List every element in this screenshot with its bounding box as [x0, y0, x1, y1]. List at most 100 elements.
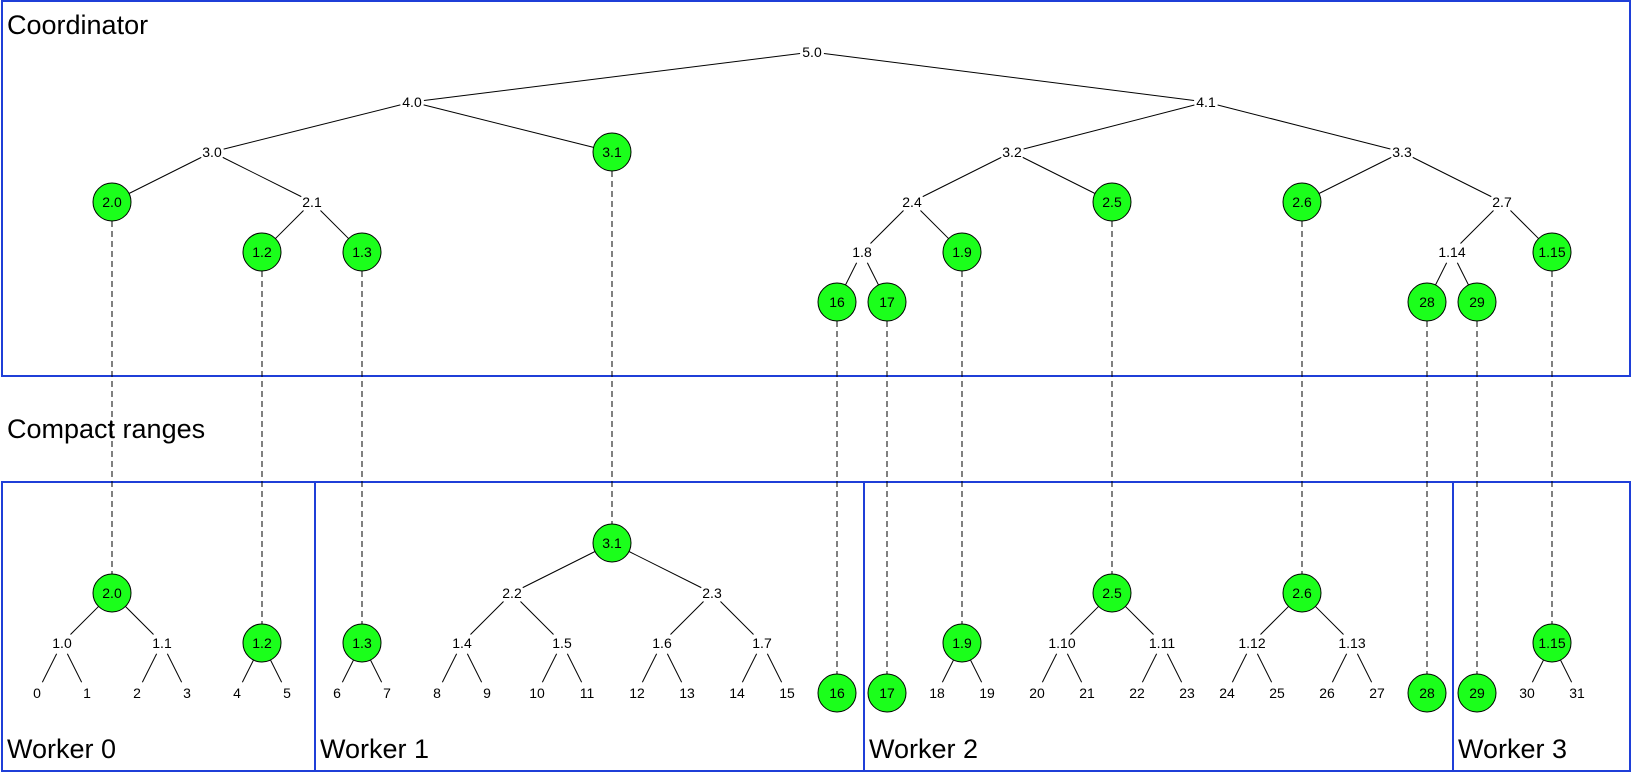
node-label: 3.1 — [602, 535, 622, 551]
tree-edge — [1456, 262, 1469, 286]
coordinator-node-2-5: 2.5 — [1092, 182, 1132, 222]
node-label: 1.10 — [1048, 635, 1075, 651]
node-label: 2.4 — [902, 194, 922, 210]
tree-edge — [541, 653, 558, 683]
highlight-circle — [1092, 573, 1132, 613]
node-label: 21 — [1079, 685, 1095, 701]
tree-edge — [370, 659, 383, 683]
node-label: 28 — [1419, 685, 1435, 701]
node-label: 0 — [33, 685, 41, 701]
node-label: 1.15 — [1538, 635, 1565, 651]
worker-node-19: 19 — [979, 685, 995, 701]
node-label: 5.0 — [802, 44, 822, 60]
highlight-circle — [342, 232, 382, 272]
node-label: 27 — [1369, 685, 1385, 701]
coordinator-node-3-3: 3.3 — [1392, 144, 1412, 160]
tree-edge — [1331, 653, 1348, 683]
node-label: 23 — [1179, 685, 1195, 701]
coordinator-node-1-9: 1.9 — [942, 232, 982, 272]
node-label: 1.15 — [1538, 244, 1565, 260]
tree-edge — [241, 659, 254, 683]
worker-node-5: 5 — [283, 685, 291, 701]
edges-layer — [41, 52, 1573, 683]
worker-node-0: 0 — [33, 685, 41, 701]
node-label: 5 — [283, 685, 291, 701]
node-label: 1.3 — [352, 635, 372, 651]
coordinator-node-2-6: 2.6 — [1282, 182, 1322, 222]
node-label: 4 — [233, 685, 241, 701]
coordinator-node-3-1: 3.1 — [592, 132, 632, 172]
worker-node-2-6: 2.6 — [1282, 573, 1322, 613]
worker-node-2: 2 — [133, 685, 141, 701]
worker-node-21: 21 — [1079, 685, 1095, 701]
node-label: 1.9 — [952, 635, 972, 651]
tree-edge — [1356, 653, 1373, 683]
tree-edge — [1256, 653, 1273, 683]
worker-node-25: 25 — [1269, 685, 1285, 701]
links-layer — [111, 171, 1553, 674]
highlight-circle — [817, 673, 857, 713]
node-label: 2 — [133, 685, 141, 701]
worker-node-30: 30 — [1519, 685, 1535, 701]
tree-edge — [128, 156, 202, 194]
highlight-circle — [1407, 282, 1447, 322]
highlight-circle — [1532, 623, 1572, 663]
coordinator-node-4-1: 4.1 — [1196, 94, 1216, 110]
tree-edge — [845, 262, 858, 286]
highlight-circle — [942, 232, 982, 272]
worker-node-26: 26 — [1319, 685, 1335, 701]
highlight-circle — [1457, 673, 1497, 713]
worker-node-1-6: 1.6 — [652, 635, 672, 651]
highlight-circle — [1092, 182, 1132, 222]
tree-edge — [1560, 659, 1573, 683]
node-label: 2.0 — [102, 585, 122, 601]
worker-node-27: 27 — [1369, 685, 1385, 701]
tree-edge — [970, 659, 983, 683]
worker3-title: Worker 3 — [1458, 734, 1567, 764]
coordinator-node-3-2: 3.2 — [1002, 144, 1022, 160]
highlight-circle — [1407, 673, 1447, 713]
tree-edge — [125, 606, 154, 635]
coordinator-node-1-14: 1.14 — [1438, 244, 1465, 260]
node-label: 1.13 — [1338, 635, 1365, 651]
node-label: 2.6 — [1292, 194, 1312, 210]
highlight-circle — [867, 282, 907, 322]
node-label: 1.11 — [1149, 635, 1175, 651]
coordinator-node-2-4: 2.4 — [902, 194, 922, 210]
worker-node-2-2: 2.2 — [502, 585, 522, 601]
node-label: 2.7 — [1492, 194, 1512, 210]
worker-node-1-13: 1.13 — [1338, 635, 1365, 651]
worker-node-1-2: 1.2 — [242, 623, 282, 663]
coordinator-frame — [1, 0, 1631, 377]
coordinator-node-2-7: 2.7 — [1492, 194, 1512, 210]
highlight-circle — [942, 623, 982, 663]
worker2-title: Worker 2 — [869, 734, 978, 764]
tree-edge — [670, 601, 704, 635]
tree-edge — [1460, 210, 1494, 244]
coordinator-node-29: 29 — [1457, 282, 1497, 322]
coordinator-node-3-0: 3.0 — [202, 144, 222, 160]
tree-edge — [922, 156, 1002, 198]
worker-node-1-11: 1.11 — [1149, 635, 1175, 651]
worker-node-15: 15 — [779, 685, 795, 701]
node-label: 3.0 — [202, 144, 222, 160]
node-label: 4.1 — [1196, 94, 1216, 110]
node-label: 25 — [1269, 685, 1285, 701]
worker-node-1-0: 1.0 — [52, 635, 72, 651]
tree-edge — [70, 606, 99, 635]
coordinator-node-2-0: 2.0 — [92, 182, 132, 222]
highlight-circle — [1282, 182, 1322, 222]
compact-ranges-title: Compact ranges — [7, 414, 205, 444]
worker1-title: Worker 1 — [320, 734, 429, 764]
node-label: 17 — [879, 294, 895, 310]
node-label: 22 — [1129, 685, 1145, 701]
tree-edge — [1141, 653, 1158, 683]
tree-edge — [641, 653, 658, 683]
worker-node-23: 23 — [1179, 685, 1195, 701]
node-label: 29 — [1469, 294, 1485, 310]
highlight-circle — [92, 573, 132, 613]
node-label: 1.5 — [552, 635, 572, 651]
node-label: 1.4 — [452, 635, 472, 651]
tree-edge — [1041, 653, 1058, 683]
